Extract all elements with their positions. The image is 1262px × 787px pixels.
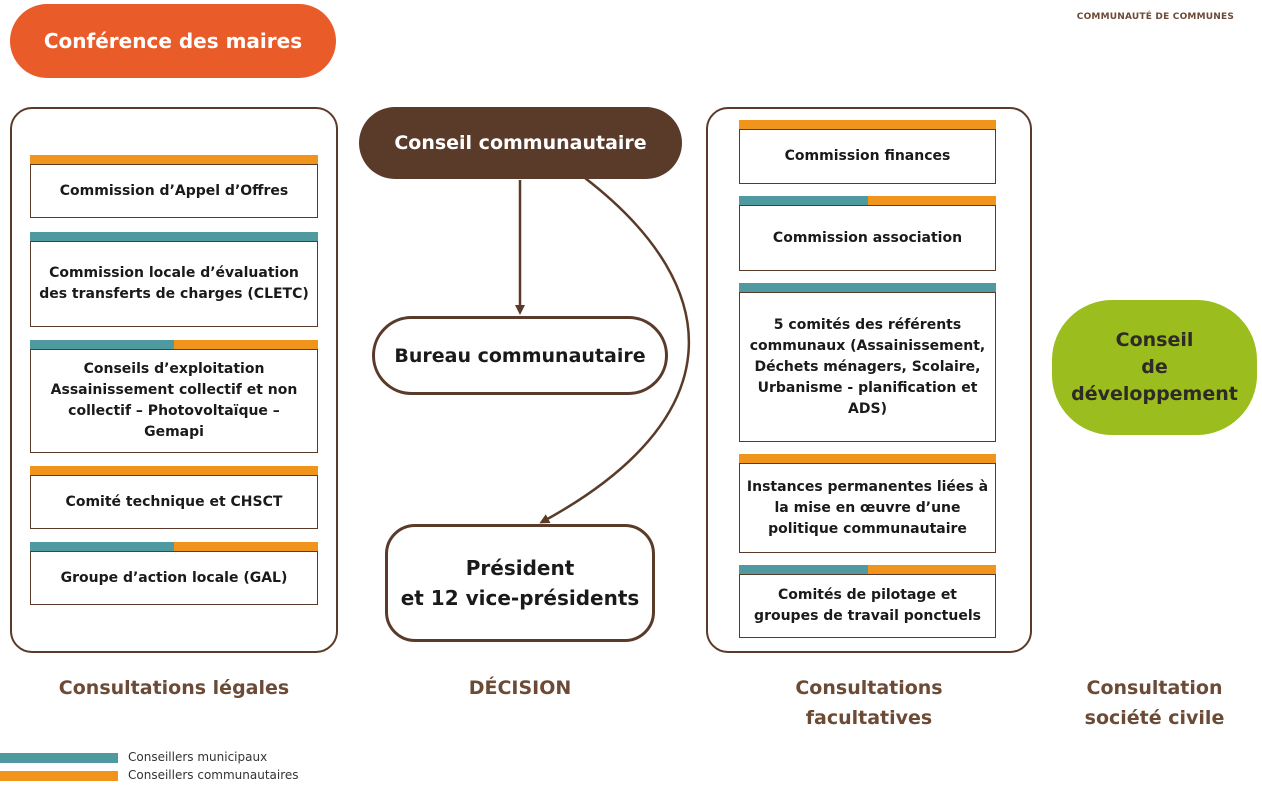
box-label: Comités de pilotage et groupes de travai…	[739, 574, 996, 638]
conseil-dev-line-1: Conseil	[1115, 329, 1194, 351]
label-line-1: Consultation	[1086, 677, 1223, 699]
box-label: Instances permanentes liées à la mise en…	[739, 463, 996, 553]
box-instances-permanentes: Instances permanentes liées à la mise en…	[739, 454, 996, 553]
legal-consultations-frame	[10, 107, 338, 653]
label-line-1: Consultations	[795, 677, 943, 699]
box-conseils-exploitation: Conseils d’exploitation Assainissement c…	[30, 340, 318, 453]
label-consultation-societe-civile: Consultation société civile	[1052, 673, 1257, 733]
legend-swatch-municipal	[0, 753, 118, 763]
president-line-1: Président	[465, 556, 575, 580]
member-bar	[30, 232, 318, 241]
member-bar	[30, 466, 318, 475]
logo-caption: COMMUNAUTÉ DE COMMUNES	[1076, 12, 1234, 22]
box-label: Commission association	[739, 205, 996, 271]
box-label: Commission finances	[739, 129, 996, 184]
box-commission-appel-offres: Commission d’Appel d’Offres	[30, 155, 318, 218]
box-cletc: Commission locale d’évaluation des trans…	[30, 232, 318, 327]
label-consultations-legales: Consultations légales	[58, 677, 290, 699]
box-label: Groupe d’action locale (GAL)	[30, 551, 318, 605]
box-commission-finances: Commission finances	[739, 120, 996, 184]
label-decision: DÉCISION	[468, 677, 572, 699]
conseil-dev-line-3: développement	[1071, 383, 1238, 405]
conseil-developpement-pill: Conseil de développement	[1052, 300, 1257, 435]
president-pill: Président et 12 vice-présidents	[385, 524, 655, 642]
member-bar	[739, 454, 996, 463]
legend-label-communautaire: Conseillers communautaires	[128, 768, 299, 782]
bureau-communautaire-pill: Bureau communautaire	[372, 316, 668, 395]
box-comites-pilotage: Comités de pilotage et groupes de travai…	[739, 565, 996, 638]
conseil-communautaire-pill: Conseil communautaire	[359, 107, 682, 179]
legend-label-municipal: Conseillers municipaux	[128, 750, 268, 764]
member-bar	[30, 155, 318, 164]
member-bar	[30, 542, 318, 551]
box-commission-association: Commission association	[739, 196, 996, 271]
member-bar	[30, 340, 318, 349]
member-bar	[739, 196, 996, 205]
logo-icon	[1078, 0, 1228, 8]
label-consultations-facultatives: Consultations facultatives	[706, 673, 1032, 733]
box-gal: Groupe d’action locale (GAL)	[30, 542, 318, 605]
box-label: Comité technique et CHSCT	[30, 475, 318, 529]
president-line-2: et 12 vice-présidents	[400, 586, 640, 610]
member-bar	[739, 283, 996, 292]
label-line-2: facultatives	[805, 707, 933, 729]
box-comites-referents: 5 comités des référents communaux (Assai…	[739, 283, 996, 442]
conseil-dev-line-2: de	[1141, 356, 1168, 378]
member-bar	[739, 120, 996, 129]
box-label: Conseils d’exploitation Assainissement c…	[30, 349, 318, 453]
optional-consultations-frame	[706, 107, 1032, 653]
box-label: 5 comités des référents communaux (Assai…	[739, 292, 996, 442]
box-label: Commission locale d’évaluation des trans…	[30, 241, 318, 327]
box-label: Commission d’Appel d’Offres	[30, 164, 318, 218]
conference-des-maires-pill: Conférence des maires	[10, 4, 336, 78]
box-comite-technique: Comité technique et CHSCT	[30, 466, 318, 529]
legend-swatch-communautaire	[0, 771, 118, 781]
member-bar	[739, 565, 996, 574]
label-line-2: société civile	[1084, 707, 1225, 729]
